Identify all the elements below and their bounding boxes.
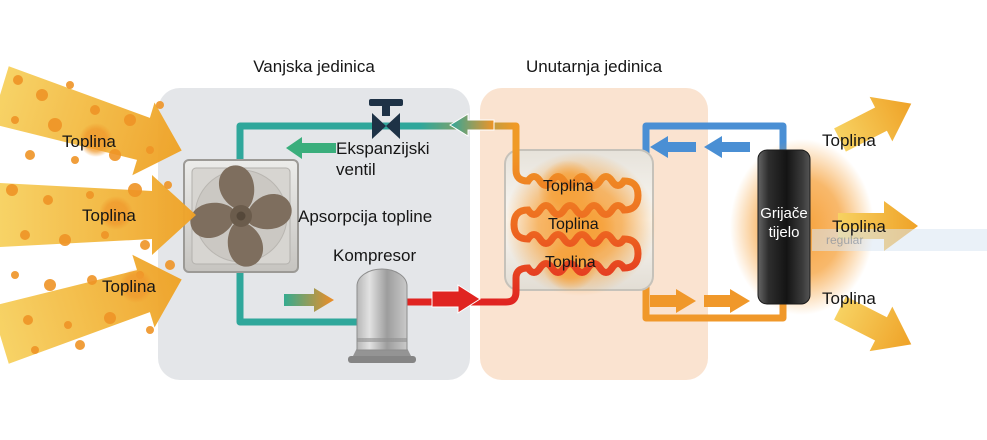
indoor-unit-title: Unutarnja jedinica: [525, 57, 663, 76]
radiator-label: Grijače tijelo: [760, 205, 808, 241]
radiator: [730, 139, 874, 315]
right-heat-label-2: Toplina: [832, 217, 886, 236]
right-heat-label-3: Toplina: [822, 289, 876, 308]
left-heat-label-2: Toplina: [82, 206, 136, 225]
fan-icon: [190, 165, 292, 267]
right-heat-label-1: Toplina: [822, 131, 876, 150]
heat-exchanger: [496, 144, 656, 306]
expansion-valve-label: Ekspanzijski ventil: [336, 139, 430, 179]
heat-particles: [6, 75, 175, 354]
fan-unit: [183, 159, 299, 273]
coil-heat-label-3: Toplina: [545, 254, 596, 271]
left-heat-label-1: Toplina: [62, 132, 116, 151]
coil-heat-label-2: Toplina: [548, 216, 599, 233]
discharge-flow-arrow: [431, 284, 481, 314]
pipe-suction-line: [236, 266, 374, 326]
compressor-label: Kompresor: [333, 246, 417, 265]
outdoor-unit-title: Vanjska jedinica: [253, 57, 375, 76]
suction-flow-arrow: [284, 288, 334, 312]
left-heat-label-3: Toplina: [102, 277, 156, 296]
coil-heat-label-1: Toplina: [543, 178, 594, 195]
return-flow-arrow: [449, 113, 495, 137]
compressor-icon: [348, 268, 416, 363]
heat-exchanger-coil: [496, 144, 642, 306]
expansion-valve-icon: [369, 99, 403, 139]
pipe-water-return: [642, 122, 787, 162]
heat-absorption-label: Apsorpcija topline: [298, 207, 433, 226]
water-supply-arrows: [650, 289, 750, 313]
radiator-body: [757, 149, 811, 305]
heat-particle-halos: [79, 123, 153, 303]
watermark: regular: [812, 229, 987, 251]
expansion-flow-arrow: [286, 137, 336, 159]
water-return-arrows: [650, 136, 750, 158]
